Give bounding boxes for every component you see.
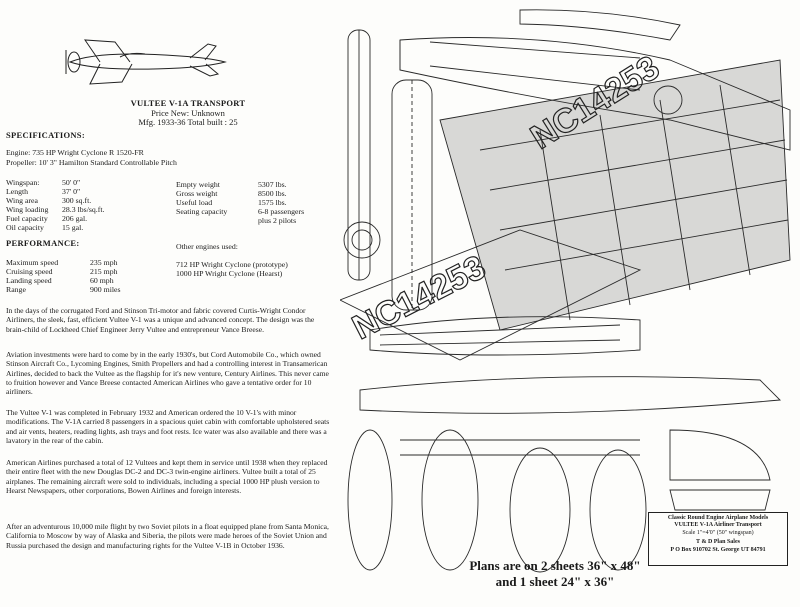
spec-value: 6-8 passengers <box>258 207 305 216</box>
title-block-line: Scale 1"=4'0" (50" wingspan) <box>682 529 754 536</box>
specifications-heading: SPECIFICATIONS: <box>6 130 85 140</box>
title-block-line: P O Box 910702 St. George UT 84791 <box>670 546 766 553</box>
perf-value: 215 mph <box>90 267 118 276</box>
perf-value: 900 miles <box>90 285 121 294</box>
other-engines-heading: Other engines used: <box>176 242 238 251</box>
engine-line: Engine: 735 HP Wright Cyclone R 1520-FR <box>6 148 144 157</box>
plans-note-line: Plans are on 2 sheets 36" x 48" <box>469 558 641 573</box>
title-block-line: T & D Plan Sales <box>696 539 740 546</box>
spec-label: Oil capacity <box>6 223 44 232</box>
spec-value: 1575 lbs. <box>258 198 287 207</box>
propeller-line: Propeller: 10' 3" Hamilton Standard Cont… <box>6 158 177 167</box>
perf-label: Cruising speed <box>6 267 53 276</box>
spec-label: Length <box>6 187 29 196</box>
spec-label: Empty weight <box>176 180 220 189</box>
other-engine: 712 HP Wright Cyclone (prototype) <box>176 260 288 269</box>
spec-label: Wing loading <box>6 205 49 214</box>
plan-sheet: NC14253 NC14253 <box>338 9 791 573</box>
spec-label: Wing area <box>6 196 38 205</box>
perf-label: Landing speed <box>6 276 52 285</box>
spec-label: Useful load <box>176 198 213 207</box>
spec-sheet: VULTEE V-1A TRANSPORT Price New: Unknown… <box>0 0 340 602</box>
spec-value: 300 sq.ft. <box>62 196 92 205</box>
plans-sheet-note: Plans are on 2 sheets 36" x 48" and 1 sh… <box>440 558 670 590</box>
perf-value: 235 mph <box>90 258 118 267</box>
perf-label: Range <box>6 285 26 294</box>
aircraft-thumbnail <box>65 39 227 85</box>
spec-value: 37' 0" <box>62 187 81 196</box>
spec-label: Wingspan: <box>6 178 40 187</box>
perf-value: 60 mph <box>90 276 114 285</box>
spec-value: 50' 0" <box>62 178 81 187</box>
history-paragraph: American Airlines purchased a total of 1… <box>6 458 328 495</box>
title-block-line: Classic Round Engine Airplane Models <box>667 515 769 521</box>
spec-value: 8500 lbs. <box>258 189 287 198</box>
price-line: Price New: Unknown <box>151 108 225 118</box>
spec-value: 206 gal. <box>62 214 88 223</box>
spec-label: Fuel capacity <box>6 214 48 223</box>
registration-mark: NC14253 <box>346 248 491 347</box>
title-block-line: VULTEE V-1A Airliner Transport <box>674 522 762 529</box>
spec-value: 28.3 lbs/sq.ft. <box>62 205 105 214</box>
performance-heading: PERFORMANCE: <box>6 238 80 248</box>
aircraft-title: VULTEE V-1A TRANSPORT <box>130 98 246 108</box>
history-paragraph: Aviation investments were hard to come b… <box>6 350 329 397</box>
history-paragraph: The Vultee V-1 was completed in February… <box>6 408 330 445</box>
spec-value: plus 2 pilots <box>258 216 297 225</box>
manufacture-line: Mfg. 1933-36 Total built : 25 <box>138 117 238 127</box>
spec-value: 15 gal. <box>62 223 84 232</box>
plans-note-line: and 1 sheet 24" x 36" <box>495 574 615 589</box>
spec-label: Gross weight <box>176 189 218 198</box>
spec-value: 5307 lbs. <box>258 180 287 189</box>
history-paragraph: After an adventurous 10,000 mile flight … <box>6 522 329 550</box>
other-engine: 1000 HP Wright Cyclone (Hearst) <box>176 269 283 278</box>
perf-label: Maximum speed <box>6 258 59 267</box>
plan-title-block: Classic Round Engine Airplane Models VUL… <box>648 512 788 566</box>
history-paragraph: In the days of the corrugated Ford and S… <box>6 306 315 334</box>
plan-drawing: NC14253 NC14253 <box>338 0 800 602</box>
spec-label: Seating capacity <box>176 207 228 216</box>
